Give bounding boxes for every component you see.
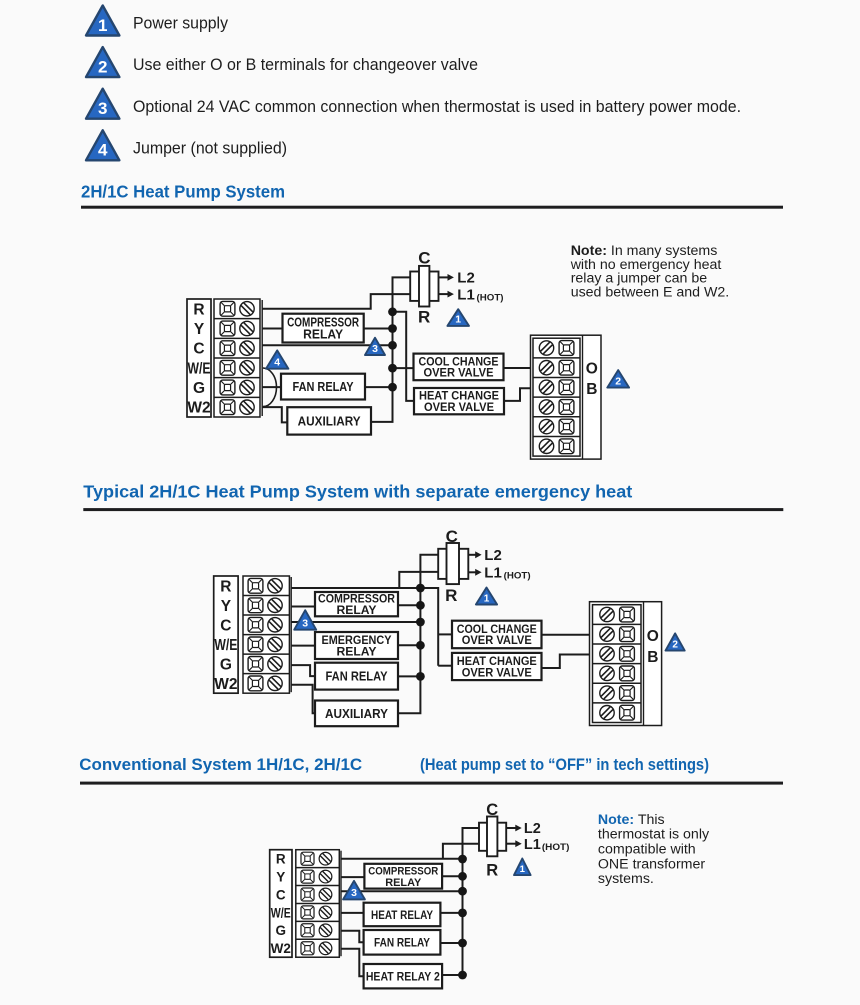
- svg-text:W/E: W/E: [214, 637, 237, 654]
- svg-text:2: 2: [672, 639, 678, 650]
- svg-text:C: C: [193, 341, 204, 358]
- svg-text:COMPRESSOR: COMPRESSOR: [318, 592, 395, 606]
- svg-text:1: 1: [98, 16, 107, 35]
- svg-text:Jumper (not supplied): Jumper (not supplied): [133, 139, 287, 157]
- svg-text:C: C: [486, 801, 498, 819]
- svg-text:with no emergency heat: with no emergency heat: [570, 257, 722, 273]
- svg-text:R: R: [486, 862, 498, 880]
- svg-text:Note: In many systems: Note: In many systems: [571, 243, 718, 259]
- svg-text:3: 3: [351, 887, 357, 899]
- svg-text:HEAT RELAY: HEAT RELAY: [371, 908, 433, 922]
- svg-text:EMERGENCY: EMERGENCY: [322, 633, 392, 647]
- svg-text:COOL CHANGE: COOL CHANGE: [419, 356, 499, 368]
- svg-text:COMPRESSOR: COMPRESSOR: [368, 866, 438, 878]
- svg-text:B: B: [586, 381, 597, 398]
- svg-text:(HOT): (HOT): [542, 842, 570, 852]
- svg-text:R: R: [418, 308, 430, 327]
- svg-text:systems.: systems.: [598, 871, 654, 887]
- svg-text:Y: Y: [194, 321, 205, 338]
- svg-text:G: G: [193, 380, 205, 397]
- svg-text:C: C: [220, 617, 231, 634]
- svg-text:L2: L2: [457, 270, 475, 287]
- svg-text:3: 3: [302, 618, 308, 630]
- svg-text:RELAY: RELAY: [303, 328, 344, 342]
- svg-text:O: O: [586, 361, 598, 378]
- svg-text:4: 4: [274, 357, 280, 369]
- svg-text:R: R: [276, 852, 286, 867]
- svg-text:W2: W2: [187, 400, 210, 417]
- svg-text:Y: Y: [276, 869, 285, 884]
- svg-text:L1: L1: [524, 837, 541, 853]
- svg-text:RELAY: RELAY: [337, 645, 377, 659]
- svg-text:R: R: [445, 586, 457, 605]
- svg-text:COOL CHANGE: COOL CHANGE: [457, 624, 537, 636]
- svg-text:Use either O or B terminals fo: Use either O or B terminals for changeov…: [133, 56, 478, 74]
- svg-text:C: C: [418, 248, 430, 267]
- svg-text:L1: L1: [484, 565, 502, 582]
- svg-text:1: 1: [455, 314, 461, 326]
- svg-text:1: 1: [520, 864, 526, 875]
- svg-text:G: G: [220, 657, 232, 674]
- svg-text:W/E: W/E: [271, 905, 291, 920]
- svg-text:G: G: [276, 923, 287, 938]
- svg-text:Conventional System 1H/1C, 2H/: Conventional System 1H/1C, 2H/1C: [79, 755, 362, 774]
- svg-text:thermostat is only: thermostat is only: [598, 827, 710, 843]
- svg-text:L2: L2: [524, 821, 541, 837]
- svg-text:HEAT CHANGE: HEAT CHANGE: [419, 391, 499, 403]
- svg-text:Typical 2H/1C Heat Pump System: Typical 2H/1C Heat Pump System with sepa…: [83, 482, 632, 502]
- svg-text:3: 3: [372, 343, 378, 355]
- svg-text:FAN RELAY: FAN RELAY: [293, 380, 355, 394]
- svg-text:W2: W2: [214, 676, 237, 693]
- svg-text:(Heat pump set to “OFF” in tec: (Heat pump set to “OFF” in tech settings…: [420, 756, 709, 774]
- svg-text:O: O: [647, 628, 659, 645]
- svg-text:AUXILIARY: AUXILIARY: [298, 414, 362, 428]
- svg-text:Power supply: Power supply: [133, 15, 229, 33]
- svg-text:used between E and W2.: used between E and W2.: [571, 284, 730, 300]
- svg-text:Optional 24 VAC common connect: Optional 24 VAC common connection when t…: [133, 98, 741, 116]
- svg-text:R: R: [193, 301, 204, 318]
- svg-text:4: 4: [98, 141, 108, 160]
- svg-text:Y: Y: [221, 598, 232, 615]
- svg-text:OVER VALVE: OVER VALVE: [424, 368, 494, 380]
- svg-text:AUXILIARY: AUXILIARY: [325, 707, 389, 721]
- svg-text:compatible with: compatible with: [598, 842, 696, 858]
- svg-text:OVER VALVE: OVER VALVE: [424, 402, 494, 414]
- svg-text:C: C: [276, 887, 286, 902]
- svg-text:C: C: [446, 527, 458, 546]
- svg-text:2: 2: [615, 375, 621, 387]
- svg-text:(HOT): (HOT): [504, 571, 531, 581]
- svg-text:L1: L1: [457, 286, 475, 303]
- svg-text:relay a jumper can be: relay a jumper can be: [571, 271, 708, 287]
- svg-text:2: 2: [98, 58, 107, 77]
- svg-text:RELAY: RELAY: [337, 603, 377, 617]
- svg-text:B: B: [647, 649, 658, 666]
- svg-text:OVER VALVE: OVER VALVE: [462, 667, 532, 679]
- svg-text:COMPRESSOR: COMPRESSOR: [287, 316, 359, 330]
- svg-text:RELAY: RELAY: [385, 877, 421, 889]
- svg-text:R: R: [220, 578, 231, 595]
- svg-text:Note: This: Note: This: [598, 812, 665, 828]
- svg-text:1: 1: [484, 593, 490, 604]
- svg-text:W/E: W/E: [188, 360, 211, 377]
- svg-text:L2: L2: [484, 547, 502, 564]
- svg-text:FAN RELAY: FAN RELAY: [326, 670, 389, 684]
- svg-text:OVER VALVE: OVER VALVE: [462, 635, 532, 647]
- svg-text:2H/1C Heat Pump System: 2H/1C Heat Pump System: [81, 181, 285, 201]
- svg-text:W2: W2: [271, 941, 291, 956]
- svg-text:3: 3: [98, 99, 107, 118]
- svg-text:(HOT): (HOT): [477, 292, 504, 302]
- svg-text:HEAT RELAY 2: HEAT RELAY 2: [366, 970, 440, 984]
- svg-text:HEAT CHANGE: HEAT CHANGE: [457, 656, 537, 668]
- svg-text:ONE transformer: ONE transformer: [598, 856, 705, 872]
- svg-text:FAN RELAY: FAN RELAY: [374, 936, 430, 950]
